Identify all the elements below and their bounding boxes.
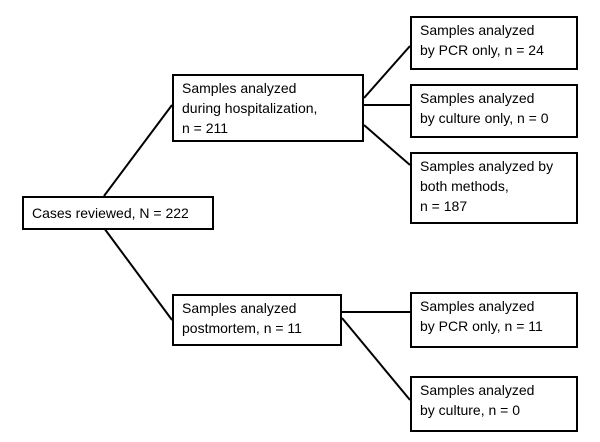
- node-text-line: by PCR only, n = 24: [420, 42, 544, 58]
- node-text-line: Samples analyzed by: [420, 158, 554, 174]
- node-text-line: both methods,: [420, 178, 509, 194]
- node-text-line: during hospitalization,: [182, 100, 318, 116]
- node-during-hospitalization: Samples analyzed during hospitalization,…: [172, 74, 364, 142]
- node-text-line: by PCR only, n = 11: [420, 318, 543, 334]
- connector-hospitalization-to-both: [363, 124, 411, 166]
- node-text-line: Samples analyzed: [182, 300, 297, 316]
- node-text-line: Samples analyzed: [420, 298, 535, 314]
- node-text-line: n = 211: [182, 120, 229, 136]
- node-text-line: by culture only, n = 0: [420, 110, 549, 126]
- node-hospitalization-both-methods: Samples analyzed by both methods, n = 18…: [410, 152, 578, 224]
- node-text-line: Samples analyzed: [420, 22, 535, 38]
- connector-root-to-postmortem: [103, 227, 173, 321]
- node-text-line: Samples analyzed: [420, 90, 535, 106]
- connector-hospitalization-to-pcr: [363, 45, 411, 99]
- node-text-line: Samples analyzed: [182, 80, 297, 96]
- node-text-line: Samples analyzed: [420, 382, 535, 398]
- node-text-line: n = 187: [420, 198, 468, 214]
- node-hospitalization-culture-only: Samples analyzed by culture only, n = 0: [410, 84, 578, 138]
- node-postmortem-pcr-only: Samples analyzed by PCR only, n = 11: [410, 292, 578, 348]
- node-cases-reviewed: Cases reviewed, N = 222: [22, 196, 214, 230]
- node-postmortem-culture: Samples analyzed by culture, n = 0: [410, 376, 578, 432]
- connector-postmortem-to-culture: [341, 317, 411, 401]
- node-hospitalization-pcr-only: Samples analyzed by PCR only, n = 24: [410, 16, 578, 70]
- connector-root-to-hospitalization: [103, 104, 173, 197]
- node-text-line: Cases reviewed, N = 222: [32, 205, 189, 221]
- node-text-line: postmortem, n = 11: [182, 320, 302, 336]
- node-postmortem: Samples analyzed postmortem, n = 11: [172, 294, 342, 346]
- node-text-line: by culture, n = 0: [420, 402, 521, 418]
